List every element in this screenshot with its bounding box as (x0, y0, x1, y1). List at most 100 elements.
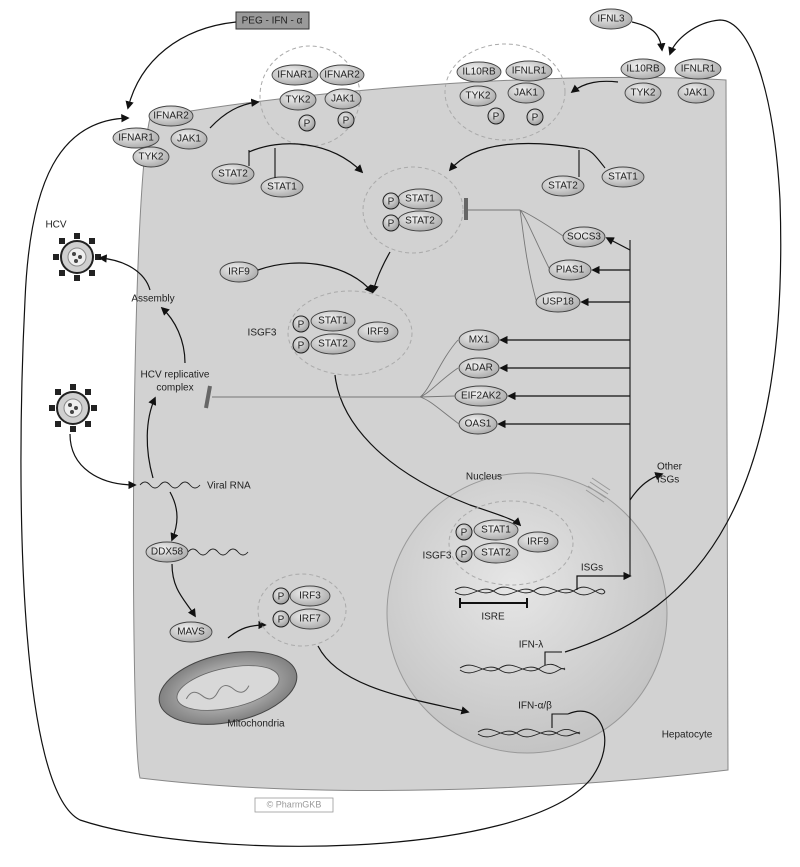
stat1-label: STAT1 (318, 316, 348, 327)
socs3-label: SOCS3 (567, 232, 601, 243)
phospho-label: P (304, 119, 311, 130)
jak1-label: JAK1 (514, 88, 538, 99)
stat1-label: STAT1 (481, 525, 511, 536)
ddx58-to-mavs-arrow (171, 563, 196, 618)
stat2-label: STAT2 (405, 216, 435, 227)
phospho-label: P (343, 116, 350, 127)
stat2-label: STAT2 (481, 548, 511, 559)
hcv-virion-icon (53, 233, 101, 281)
jak1-label: JAK1 (331, 94, 355, 105)
hcv-virion-entry-icon (49, 384, 97, 432)
tyk2-label: TYK2 (630, 88, 655, 99)
il10rb-label: IL10RB (462, 67, 496, 78)
ifn-lambda-tss (544, 651, 562, 665)
usp18-label: USP18 (542, 297, 574, 308)
ifn-lambda-dna-icon (459, 663, 566, 672)
hepatocyte-label: Hepatocyte (662, 730, 713, 741)
phospho-label: P (278, 615, 285, 626)
phospho-label: P (298, 341, 305, 352)
copyright-label: © PharmGKB (267, 799, 322, 809)
oas1-label: OAS1 (465, 419, 492, 430)
irf7-label: IRF7 (299, 614, 321, 625)
ddx58-node: DDX58 (145, 541, 189, 563)
stat1-label: STAT1 (405, 194, 435, 205)
stat2-label: STAT2 (548, 181, 578, 192)
irf-to-ifn-genes-arrow (317, 645, 470, 715)
ifnl-receptor-active: IL10RB IFNLR1 TYK2 JAK1 P P (456, 60, 553, 126)
replicative-label-1: HCV replicative (141, 370, 210, 381)
ddx58-rna-icon (187, 548, 249, 556)
effectors-inhibit-replication (212, 339, 460, 425)
mavs-to-irf-arrow (227, 620, 267, 639)
eif2ak2-label: EIF2AK2 (461, 391, 501, 402)
copyright-box (254, 797, 334, 813)
ifnlr1-label: IFNLR1 (512, 66, 547, 77)
isgf3-cyto-label: ISGF3 (248, 328, 277, 339)
ifn-ab-label: IFN-α/β (518, 701, 552, 712)
socs3-node: SOCS3 (562, 226, 606, 248)
mitochondria-label: Mitochondria (227, 719, 285, 730)
ddx58-label: DDX58 (151, 547, 184, 558)
other-isgs-arrow (629, 472, 664, 501)
oas1-node: OAS1 (458, 413, 498, 435)
ifn-ab-dna-strand (477, 730, 581, 738)
mx1-node: MX1 (458, 329, 500, 351)
eif2ak2-node: EIF2AK2 (454, 385, 508, 407)
pias1-node: PIAS1 (548, 259, 592, 281)
irf9-label: IRF9 (228, 267, 250, 278)
phospho-label: P (388, 219, 395, 230)
hcv-label: HCV (45, 220, 66, 231)
isre-dna-icon (454, 586, 606, 595)
isgf3-nuc: STAT1 STAT2 IRF9 P P (455, 519, 559, 564)
drug-to-receptor-arrow (125, 21, 237, 110)
isgf3-cyto-cluster (287, 290, 413, 376)
irf9-label: IRF9 (367, 327, 389, 338)
rna-to-replicative-arrow (146, 396, 157, 479)
ifnl-receptor-free: IL10RB IFNLR1 TYK2 JAK1 (620, 58, 722, 104)
stat2-label: STAT2 (318, 339, 348, 350)
isgf3-nuclear-import-arrow (334, 374, 522, 527)
usp18-node: USP18 (535, 291, 581, 313)
tyk2-label: TYK2 (465, 91, 490, 102)
isgs-label: ISGs (581, 563, 603, 574)
stat1-label: STAT1 (608, 172, 638, 183)
replicative-to-assembly-arrow (160, 306, 186, 364)
phospho-label: P (388, 197, 395, 208)
stat-left-pair: STAT2 STAT1 (211, 163, 304, 198)
ifnl-receptor-activation-arrow (570, 80, 619, 94)
irf9-label: IRF9 (527, 537, 549, 548)
phospho-label: P (461, 528, 468, 539)
other-isgs-label-1: Other (657, 462, 683, 473)
ifna-receptor-activation-arrow (209, 98, 260, 129)
peg-ifn-alpha-label: PEG - IFN - α (242, 16, 303, 27)
tyk2-label: TYK2 (285, 95, 310, 106)
stat-dimer: STAT1 STAT2 P P (382, 188, 443, 232)
il10rb-label: IL10RB (626, 64, 660, 75)
isre-label: ISRE (481, 612, 505, 623)
tyk2-label: TYK2 (138, 152, 163, 163)
ifna-receptor-free: IFNAR2 IFNAR1 JAK1 TYK2 (112, 105, 208, 168)
stat-left-recruit-line (248, 148, 276, 178)
stat-right-to-dimer-arrow (448, 142, 580, 172)
stat-right-recruit-line (578, 147, 606, 177)
ifn-ab-tss (551, 713, 568, 728)
other-isgs-label-2: ISGs (657, 475, 679, 486)
ifnar1-label: IFNAR1 (118, 133, 154, 144)
dimer-to-isgf3-arrow (370, 251, 391, 294)
isgf3-nuc-cluster (448, 500, 574, 586)
irf-complex-cluster (257, 573, 347, 647)
stat-dimer-cluster (362, 166, 464, 254)
pias1-label: PIAS1 (556, 265, 585, 276)
mx1-label: MX1 (469, 335, 490, 346)
isg-to-socs3-arrow (605, 237, 631, 251)
phospho-label: P (532, 113, 539, 124)
stat2-label: STAT2 (218, 169, 248, 180)
ifnl3-to-receptor-arrow (631, 21, 666, 52)
assembly-to-virion-arrow (98, 254, 151, 291)
stat-left-to-dimer-arrow (248, 143, 364, 174)
irf9-node: IRF9 (219, 261, 259, 283)
irf9-to-isgf3-arrow (257, 262, 374, 294)
mavs-label: MAVS (177, 627, 205, 638)
isgf3-nuc-label: ISGF3 (423, 551, 452, 562)
virion-entry-arrow (69, 433, 137, 490)
